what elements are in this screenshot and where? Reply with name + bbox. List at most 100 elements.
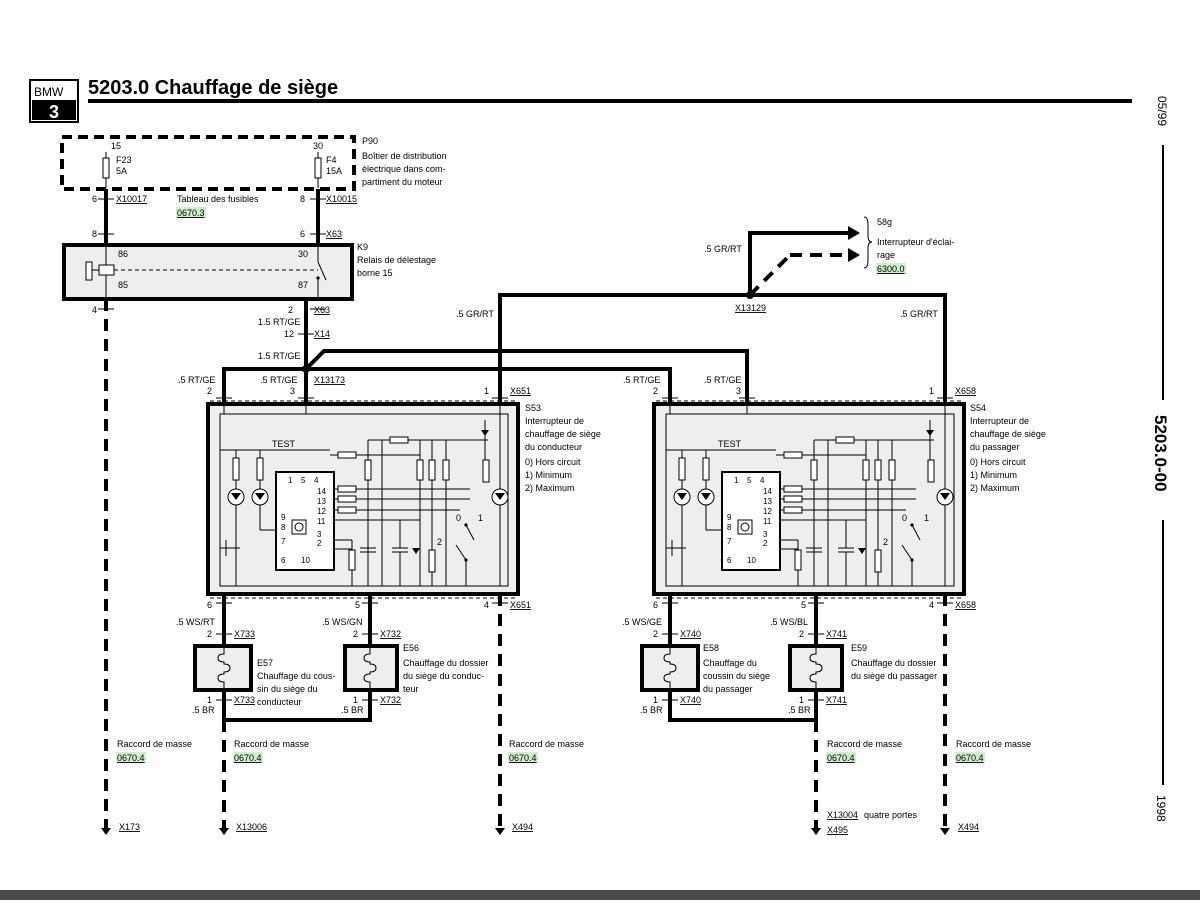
svg-text:Chauffage du cous-: Chauffage du cous- <box>257 671 335 681</box>
light-switch-58g: 58g Interrupteur d'éclai- rage 6300.0 .5… <box>704 216 954 297</box>
svg-text:4: 4 <box>314 476 319 485</box>
heater-e58-id: E58 <box>703 643 719 653</box>
svg-text:X13129: X13129 <box>735 303 766 313</box>
svg-text:6: 6 <box>281 556 286 565</box>
svg-text:TEST: TEST <box>718 439 742 449</box>
svg-text:6: 6 <box>300 229 305 239</box>
svg-text:1: 1 <box>484 386 489 396</box>
svg-text:.5 RT/GE: .5 RT/GE <box>178 375 215 385</box>
svg-text:.5 BR: .5 BR <box>788 705 811 715</box>
svg-text:1: 1 <box>734 476 739 485</box>
svg-text:.5 WS/BL: .5 WS/BL <box>770 617 808 627</box>
connector-x10015: X10015 <box>326 194 357 204</box>
svg-text:.5 WS/GN: .5 WS/GN <box>322 617 363 627</box>
heater-e58: .5 WS/GE 2 X740 E58 Chauffage du coussin… <box>622 594 770 715</box>
svg-text:8: 8 <box>300 194 305 204</box>
svg-text:2: 2 <box>763 539 768 548</box>
svg-text:10: 10 <box>747 556 756 565</box>
svg-text:1.5 RT/GE: 1.5 RT/GE <box>258 351 300 361</box>
svg-text:.5 WS/GE: .5 WS/GE <box>622 617 662 627</box>
svg-text:Raccord de masse: Raccord de masse <box>509 739 584 749</box>
svg-text:14: 14 <box>763 487 772 496</box>
svg-text:sin du siège du: sin du siège du <box>257 684 318 694</box>
svg-text:partiment du moteur: partiment du moteur <box>362 177 443 187</box>
svg-text:0) Hors circuit: 0) Hors circuit <box>970 457 1026 467</box>
svg-text:2: 2 <box>883 537 888 547</box>
svg-text:X13004: X13004 <box>827 810 858 820</box>
svg-text:3: 3 <box>763 530 768 539</box>
svg-text:Raccord de masse: Raccord de masse <box>827 739 902 749</box>
page-title: 5203.0 Chauffage de siège <box>88 77 338 99</box>
connector-x658-bottom: X658 <box>955 600 976 610</box>
connector-x651-top: X651 <box>510 386 531 396</box>
svg-text:Boîtier de distribution: Boîtier de distribution <box>362 151 447 161</box>
switch-s54-id: S54 <box>970 403 986 413</box>
svg-text:1: 1 <box>924 513 929 523</box>
svg-text:conducteur: conducteur <box>257 697 302 707</box>
svg-text:8: 8 <box>727 523 732 532</box>
svg-text:12: 12 <box>763 507 772 516</box>
svg-text:Interrupteur de: Interrupteur de <box>970 416 1029 426</box>
svg-text:X173: X173 <box>119 822 140 832</box>
svg-text:2: 2 <box>653 386 658 396</box>
svg-text:.5 GR/RT: .5 GR/RT <box>456 309 494 319</box>
svg-text:.5 GR/RT: .5 GR/RT <box>704 244 742 254</box>
svg-text:0670.4: 0670.4 <box>234 753 262 763</box>
svg-text:2: 2 <box>437 537 442 547</box>
svg-text:15: 15 <box>111 141 121 151</box>
svg-text:X733: X733 <box>234 629 255 639</box>
svg-text:1: 1 <box>929 386 934 396</box>
svg-text:du passager: du passager <box>703 684 753 694</box>
svg-text:borne 15: borne 15 <box>357 268 393 278</box>
svg-text:30: 30 <box>298 249 308 259</box>
relay-id: K9 <box>357 242 368 252</box>
svg-text:X741: X741 <box>826 695 847 705</box>
svg-text:Raccord de masse: Raccord de masse <box>956 739 1031 749</box>
svg-text:6: 6 <box>727 556 732 565</box>
svg-text:85: 85 <box>118 280 128 290</box>
bmw-logo: BMW 3 <box>29 79 79 123</box>
logo-series: 3 <box>49 102 59 122</box>
heater-e56: .5 WS/GN 2 X732 E56 Chauffage du dossier… <box>322 594 488 715</box>
svg-text:12: 12 <box>284 329 294 339</box>
svg-text:86: 86 <box>118 249 128 259</box>
svg-text:du siège du conduc-: du siège du conduc- <box>403 671 484 681</box>
svg-text:X740: X740 <box>680 695 701 705</box>
svg-text:9: 9 <box>727 513 732 522</box>
heater-e56-id: E56 <box>403 643 419 653</box>
svg-text:0670.4: 0670.4 <box>827 753 855 763</box>
svg-text:8: 8 <box>281 523 286 532</box>
svg-text:quatre portes: quatre portes <box>864 810 918 820</box>
svg-text:coussin du siège: coussin du siège <box>703 671 770 681</box>
svg-text:.5 BR: .5 BR <box>341 705 364 715</box>
svg-text:.5 GR/RT: .5 GR/RT <box>900 309 938 319</box>
svg-text:F23: F23 <box>116 155 132 165</box>
switch-s53: 2 3 1 X651 TEST 1 5 4 14 13 12 11 <box>206 386 601 610</box>
switch-s53-id: S53 <box>525 403 541 413</box>
fuse-box-p90: 15 30 F23 5A F4 15A P90 Boîtier de distr… <box>60 135 447 191</box>
svg-text:13: 13 <box>763 497 772 506</box>
bottom-bar <box>0 890 1200 900</box>
svg-text:chauffage de siège: chauffage de siège <box>525 429 601 439</box>
svg-text:12: 12 <box>317 507 326 516</box>
heater-e57-id: E57 <box>257 658 273 668</box>
svg-text:X733: X733 <box>234 695 255 705</box>
ref-0670-3: 0670.3 <box>177 208 205 218</box>
svg-text:1: 1 <box>478 513 483 523</box>
svg-text:électrique dans com-: électrique dans com- <box>362 164 446 174</box>
ground-4: Raccord de masse 0670.4 X494 <box>955 739 1031 832</box>
svg-text:chauffage de siège: chauffage de siège <box>970 429 1046 439</box>
svg-text:3: 3 <box>736 386 741 396</box>
svg-text:2: 2 <box>317 539 322 548</box>
fuse-box-id: P90 <box>362 136 378 146</box>
svg-text:5: 5 <box>801 600 806 610</box>
svg-text:4: 4 <box>760 476 765 485</box>
svg-text:du passager: du passager <box>970 442 1020 452</box>
svg-text:6: 6 <box>92 194 97 204</box>
svg-text:.5 RT/GE: .5 RT/GE <box>704 375 741 385</box>
switch-s54: 2 3 1 X658 TEST 1 5 4 14 13 12 11 9 8 7 <box>652 386 1046 610</box>
svg-text:87: 87 <box>298 280 308 290</box>
svg-text:0670.4: 0670.4 <box>117 753 145 763</box>
svg-text:3: 3 <box>317 530 322 539</box>
